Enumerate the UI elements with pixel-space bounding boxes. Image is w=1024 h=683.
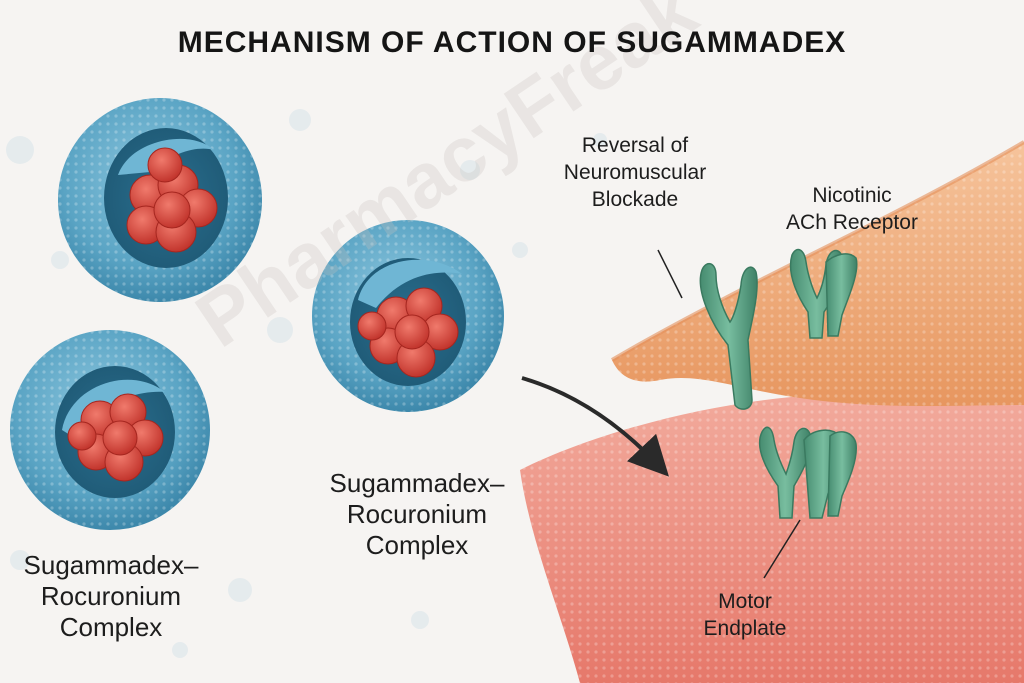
label-receptor-line1: Nicotinic bbox=[812, 184, 892, 207]
receptor-1 bbox=[699, 263, 758, 410]
label-complex-center: Sugammadex– Rocuronium Complex bbox=[312, 468, 522, 561]
diagram-title: MECHANISM OF ACTION OF SUGAMMADEX bbox=[177, 26, 847, 59]
receptor-3 bbox=[758, 426, 857, 519]
receptor-2 bbox=[789, 248, 858, 339]
label-reversal-line3: Blockade bbox=[591, 188, 679, 211]
label-complex-center-line1: Sugammadex– bbox=[329, 468, 505, 498]
label-reversal-line2: Neuromuscular bbox=[563, 161, 707, 184]
leader-reversal bbox=[657, 249, 683, 299]
label-endplate-line2: Endplate bbox=[703, 617, 787, 640]
label-complex-left: Sugammadex– Rocuronium Complex bbox=[6, 550, 216, 643]
label-reversal-line1: Reversal of bbox=[581, 134, 689, 157]
label-complex-left-line3: Complex bbox=[59, 612, 163, 642]
label-complex-left-line2: Rocuronium bbox=[40, 581, 182, 611]
complex-capsule-center bbox=[312, 220, 504, 412]
action-arrow bbox=[521, 376, 669, 477]
complex-capsule-left bbox=[10, 330, 210, 530]
label-complex-center-line2: Rocuronium bbox=[346, 499, 488, 529]
label-endplate-line1: Motor bbox=[718, 590, 772, 613]
label-endplate: Motor Endplate bbox=[690, 588, 800, 642]
leader-endplate bbox=[763, 519, 801, 579]
complex-capsule-top bbox=[58, 98, 262, 302]
label-complex-left-line1: Sugammadex– bbox=[23, 550, 199, 580]
label-receptor: Nicotinic ACh Receptor bbox=[762, 182, 942, 236]
label-reversal: Reversal of Neuromuscular Blockade bbox=[540, 132, 730, 213]
label-receptor-line2: ACh Receptor bbox=[786, 211, 918, 234]
label-complex-center-line3: Complex bbox=[365, 530, 469, 560]
